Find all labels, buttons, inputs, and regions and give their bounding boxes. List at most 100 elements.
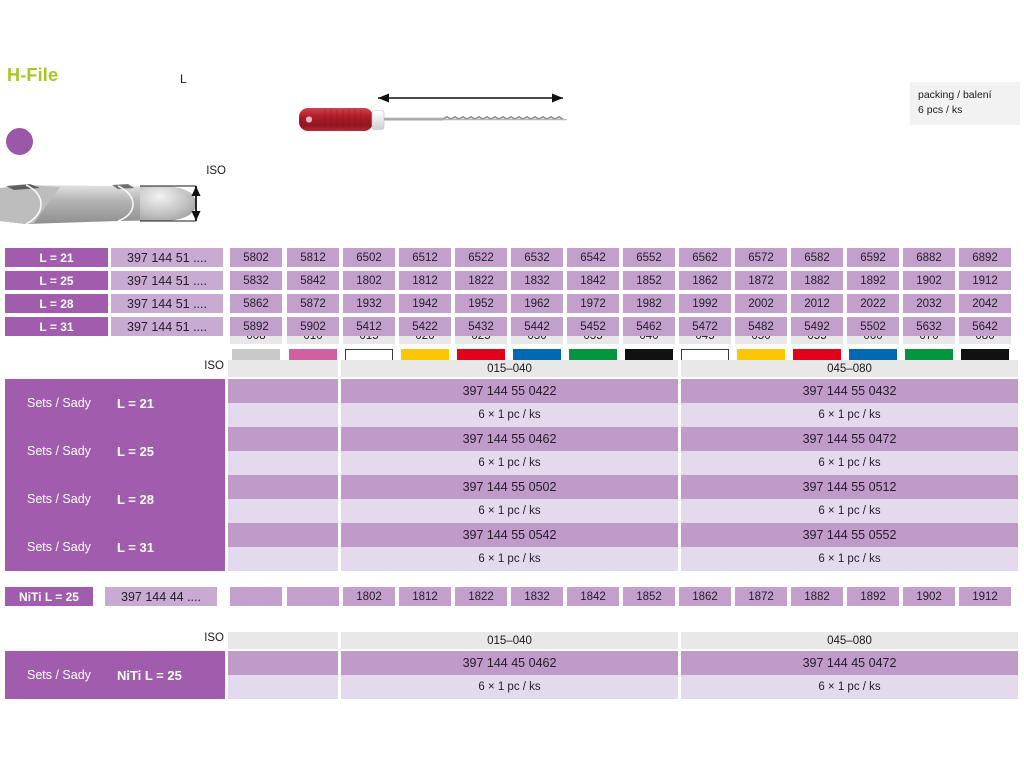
niti-order-code-cell: 1832 <box>511 587 563 606</box>
sets-order-code-left: 397 144 55 0502 <box>341 475 678 499</box>
packing-info-box: packing / balení 6 pcs / ks <box>910 82 1020 126</box>
niti-order-code-cell: 1902 <box>903 587 955 606</box>
sets-quantity-left: 6 × 1 pc / ks <box>341 547 678 571</box>
sets-order-code-left: 397 144 55 0422 <box>341 379 678 403</box>
sets-order-code-left: 397 144 45 0462 <box>341 651 678 675</box>
niti-order-code-cell: 1892 <box>847 587 899 606</box>
row-length-label: L = 28 <box>5 294 108 313</box>
niti-order-code-cell: 1822 <box>455 587 507 606</box>
order-code-cell: 1952 <box>455 294 507 313</box>
order-code-cell: 6522 <box>455 248 507 267</box>
packing-quantity: 6 pcs / ks <box>918 104 963 117</box>
order-code-cell: 5872 <box>287 294 339 313</box>
sets-row-label: Sets / Sady L = 31 <box>5 523 225 571</box>
order-code-cell: 1992 <box>679 294 731 313</box>
sets-range-right: 045–080 <box>681 360 1018 377</box>
order-code-cell: 5452 <box>567 317 619 336</box>
order-code-cell: 5472 <box>679 317 731 336</box>
order-code-cell: 5812 <box>287 248 339 267</box>
niti-order-code-cell: 1842 <box>567 587 619 606</box>
sets-spacer-upper <box>228 523 338 547</box>
sets-order-code-right: 397 144 45 0472 <box>681 651 1018 675</box>
order-code-cell: 1832 <box>511 271 563 290</box>
niti-order-code-cell: 1862 <box>679 587 731 606</box>
sets-quantity-right: 6 × 1 pc / ks <box>681 547 1018 571</box>
sets-label-prefix: Sets / Sady <box>27 540 91 554</box>
order-code-cell: 6512 <box>399 248 451 267</box>
order-code-cell: 6542 <box>567 248 619 267</box>
sets-quantity-left: 6 × 1 pc / ks <box>341 451 678 475</box>
order-code-cell: 1912 <box>959 271 1011 290</box>
order-code-cell: 5802 <box>230 248 282 267</box>
order-code-cell: 1812 <box>399 271 451 290</box>
sets-label-length: L = 25 <box>116 443 154 459</box>
iso-header-label: ISO <box>206 165 226 177</box>
niti-order-code-cell: 1912 <box>959 587 1011 606</box>
order-code-cell: 5432 <box>455 317 507 336</box>
order-code-cell: 5462 <box>623 317 675 336</box>
sets-spacer-lower <box>228 547 338 571</box>
sets-iso-label: ISO <box>204 632 224 644</box>
order-code-cell: 1862 <box>679 271 731 290</box>
sets-spacer-lower <box>228 451 338 475</box>
row-length-label: L = 31 <box>5 317 108 336</box>
sets-label-prefix: Sets / Sady <box>27 668 91 682</box>
length-dimension-arrow <box>378 93 563 103</box>
order-code-cell: 6582 <box>791 248 843 267</box>
order-code-cell: 1982 <box>623 294 675 313</box>
sets-spacer-lower <box>228 403 338 427</box>
order-code-cell: 1872 <box>735 271 787 290</box>
sets-label-prefix: Sets / Sady <box>27 396 91 410</box>
order-code-cell: 2032 <box>903 294 955 313</box>
niti-order-code-cell: 1872 <box>735 587 787 606</box>
sets-label-length: NiTi L = 25 <box>116 667 182 683</box>
order-code-cell: 5842 <box>287 271 339 290</box>
order-code-cell: 6562 <box>679 248 731 267</box>
sets-quantity-right: 6 × 1 pc / ks <box>681 451 1018 475</box>
instrument-collar <box>371 110 385 130</box>
order-code-cell: 2022 <box>847 294 899 313</box>
order-code-cell: 1902 <box>903 271 955 290</box>
row-base-code: 397 144 51 .... <box>111 271 223 290</box>
order-code-cell: 1962 <box>511 294 563 313</box>
dimension-label-L: L <box>180 72 187 86</box>
order-code-cell: 1852 <box>623 271 675 290</box>
sets-header-spacer <box>228 632 338 649</box>
sets-header-spacer <box>228 360 338 377</box>
sets-quantity-right: 6 × 1 pc / ks <box>681 403 1018 427</box>
order-code-cell: 2042 <box>959 294 1011 313</box>
niti-base-code: 397 144 44 .... <box>105 587 217 606</box>
order-code-cell: 6592 <box>847 248 899 267</box>
order-code-cell: 5412 <box>343 317 395 336</box>
order-code-cell: 1882 <box>791 271 843 290</box>
row-base-code: 397 144 51 .... <box>111 294 223 313</box>
color-dot-marker <box>6 128 33 155</box>
order-code-cell: 1822 <box>455 271 507 290</box>
order-code-cell: 1972 <box>567 294 619 313</box>
order-code-cell: 1802 <box>343 271 395 290</box>
sets-range-left: 015–040 <box>341 632 678 649</box>
order-code-cell: 5892 <box>230 317 282 336</box>
sets-label-length: L = 31 <box>116 539 154 555</box>
order-code-cell: 1932 <box>343 294 395 313</box>
sets-order-code-left: 397 144 55 0542 <box>341 523 678 547</box>
order-code-cell: 5502 <box>847 317 899 336</box>
order-code-cell: 6882 <box>903 248 955 267</box>
sets-order-code-right: 397 144 55 0512 <box>681 475 1018 499</box>
diameter-arrow <box>191 186 201 221</box>
sets-quantity-right: 6 × 1 pc / ks <box>681 675 1018 699</box>
sets-iso-label: ISO <box>204 360 224 372</box>
order-code-cell: 1942 <box>399 294 451 313</box>
niti-empty-cell <box>287 587 339 606</box>
sets-order-code-left: 397 144 55 0462 <box>341 427 678 451</box>
sets-range-left: 015–040 <box>341 360 678 377</box>
instrument-illustration <box>299 93 567 131</box>
order-code-cell: 5902 <box>287 317 339 336</box>
instrument-handle <box>299 108 373 131</box>
row-base-code: 397 144 51 .... <box>111 248 223 267</box>
